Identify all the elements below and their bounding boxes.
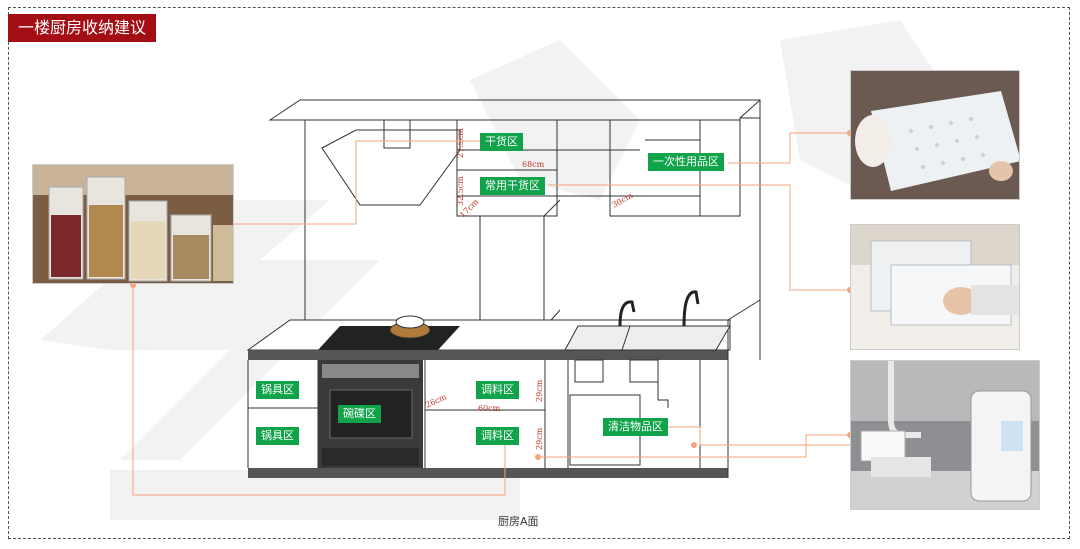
diagram-caption: 厨房A面 bbox=[498, 515, 539, 528]
tag-pots-lower: 锅具区 bbox=[256, 427, 299, 445]
tag-common-dry-goods: 常用干货区 bbox=[480, 177, 545, 195]
dim-27-5: 27.5cm bbox=[456, 128, 465, 158]
dim-68: 68cm bbox=[522, 160, 545, 169]
content-frame bbox=[8, 7, 1070, 539]
tag-dry-goods: 干货区 bbox=[480, 133, 523, 151]
photo-food-storage-jars bbox=[32, 164, 234, 284]
leader-lines bbox=[132, 132, 850, 496]
page-title: 一楼厨房收纳建议 bbox=[8, 14, 157, 42]
tag-seasoning-upper: 调料区 bbox=[476, 381, 519, 399]
shelf-liner-image bbox=[851, 71, 1019, 199]
photo-shelf-liner-mat bbox=[850, 70, 1020, 200]
sink bbox=[564, 290, 731, 408]
base-cabinet-outline bbox=[248, 360, 701, 468]
cooktop bbox=[318, 315, 460, 350]
dim-60: 60cm bbox=[478, 404, 501, 413]
storage-jars-image bbox=[33, 165, 233, 283]
oven bbox=[318, 360, 423, 468]
tag-pots-upper: 锅具区 bbox=[256, 381, 299, 399]
dim-26: 26cm bbox=[424, 392, 448, 410]
photo-under-sink-storage bbox=[850, 360, 1040, 510]
dim-29-lower: 29cm bbox=[535, 427, 544, 450]
under-sink-image bbox=[851, 361, 1039, 509]
dim-32-5: 32.5cm bbox=[456, 176, 465, 206]
tag-disposables: 一次性用品区 bbox=[648, 153, 724, 171]
dim-29-upper: 29cm bbox=[535, 379, 544, 402]
dim-30: 30cm bbox=[611, 191, 635, 210]
tag-seasoning-lower: 调料区 bbox=[476, 427, 519, 445]
tag-dishes: 碗碟区 bbox=[338, 405, 381, 423]
drawer-box-image bbox=[851, 225, 1019, 349]
tag-cleaning: 清洁物品区 bbox=[603, 418, 668, 436]
photo-stackable-drawer-box bbox=[850, 224, 1020, 350]
